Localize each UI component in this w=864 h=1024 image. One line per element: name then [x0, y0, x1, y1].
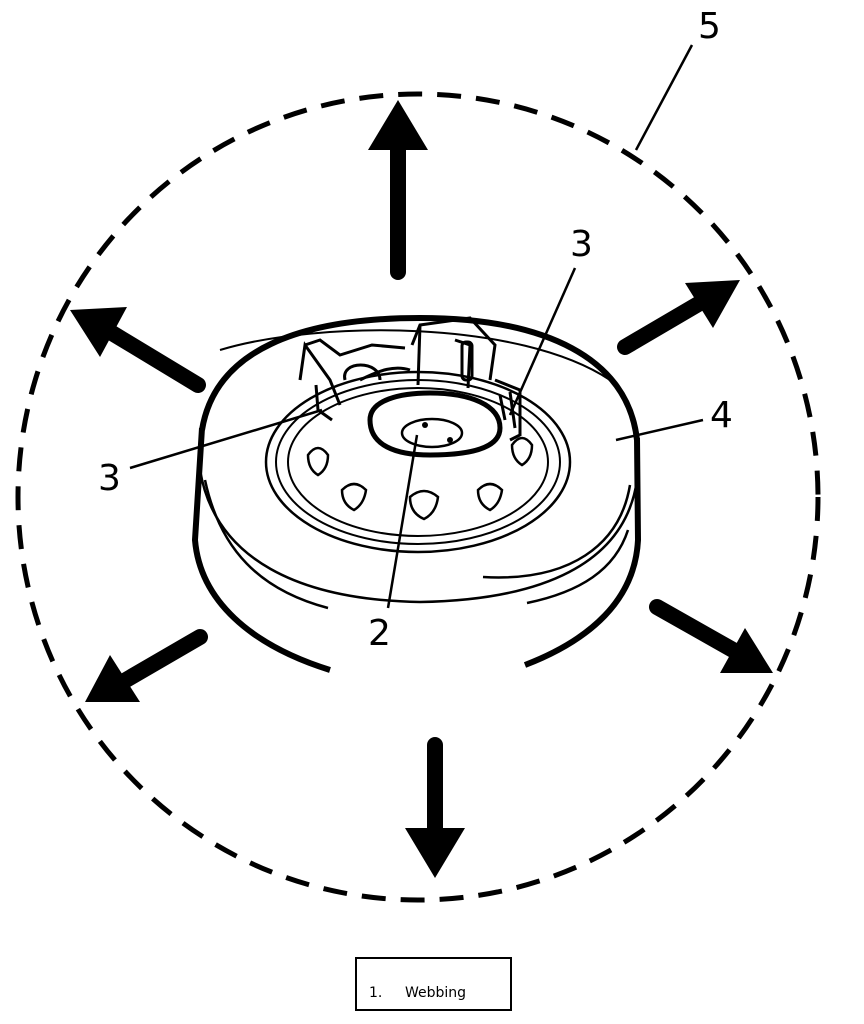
leader-lines [129, 44, 704, 609]
arrow-up [368, 100, 428, 280]
center-retainer [367, 390, 503, 458]
arrow-lower-left [85, 629, 208, 702]
leader-3-right [508, 267, 577, 416]
arrow-down [405, 737, 465, 878]
arrow-upper-right [617, 280, 740, 355]
arrow-lower-right [649, 599, 773, 673]
rim-inner [287, 387, 549, 537]
tire-top-outer [199, 314, 640, 441]
leader-5 [634, 44, 694, 151]
callout-3-right: 3 [570, 224, 593, 265]
leader-3-left [129, 408, 323, 470]
callout-3-left: 3 [98, 458, 121, 499]
leader-2 [386, 434, 419, 609]
tire-side-left [191, 427, 331, 673]
spare-tire [191, 314, 642, 673]
callout-4: 4 [710, 395, 733, 436]
rim-holes [306, 436, 534, 521]
boundary-dashed-circle [15, 91, 821, 903]
webbing-assembly [298, 316, 522, 458]
callout-5: 5 [698, 6, 721, 47]
tire-side-right [523, 437, 642, 668]
arrow-upper-left [70, 307, 206, 393]
legend-text: Webbing [405, 985, 467, 1001]
tire-top-lower [198, 469, 639, 604]
legend-box: 1. Webbing [355, 957, 512, 1011]
legend-number: 1. [369, 985, 383, 1001]
outward-arrows [70, 100, 773, 878]
callout-2: 2 [368, 613, 391, 654]
leader-4 [615, 418, 704, 442]
